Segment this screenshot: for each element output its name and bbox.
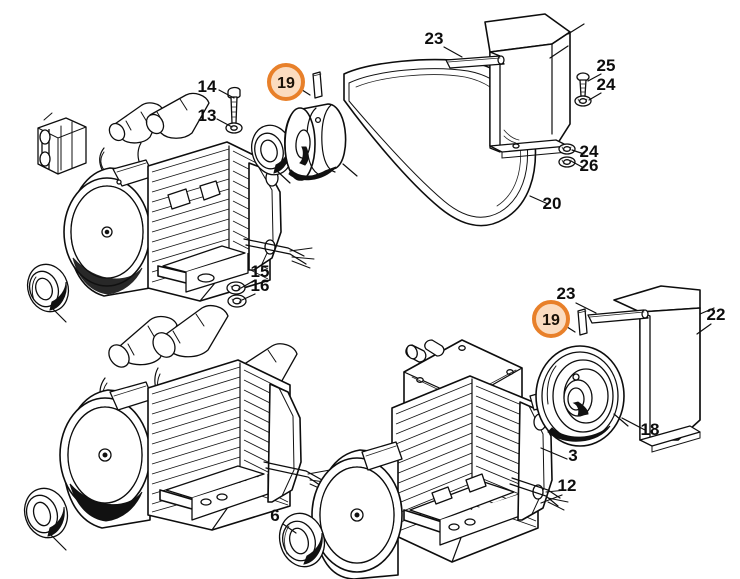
callout-leader-24	[588, 92, 602, 101]
nut-26	[558, 156, 576, 168]
callout-leader-25	[587, 73, 602, 82]
highlight-ring	[532, 300, 570, 338]
pulley-top	[284, 103, 358, 181]
callout-number-15: 15	[251, 262, 270, 281]
callout-leader-3	[540, 447, 568, 460]
callout-leader-16	[241, 293, 256, 301]
bearing-top-right	[251, 124, 293, 184]
highlight-number-19: 19	[542, 312, 560, 329]
callout-number-3: 3	[568, 446, 577, 465]
callout-number-6: 6	[270, 506, 279, 525]
callout-number-16: 16	[251, 276, 270, 295]
bolt-14	[227, 86, 241, 124]
callout-number-23: 23	[425, 29, 444, 48]
callout-leader-23	[575, 302, 597, 314]
callout-number-24: 24	[580, 142, 599, 161]
key-bottom	[577, 308, 588, 336]
highlight-callout-19[interactable]: 19	[267, 63, 311, 101]
motor-bottom-right	[278, 308, 629, 579]
motor-top-left	[26, 71, 358, 323]
callout-number-12: 12	[558, 476, 577, 495]
washer-24-top	[574, 95, 592, 107]
callout-number-13: 13	[198, 106, 217, 125]
callout-leader-6	[282, 523, 297, 534]
washer-15	[226, 281, 246, 295]
spacer-23-bottom	[587, 309, 649, 324]
highlight-number-19: 19	[277, 75, 295, 92]
bearing-mid-left-lower	[23, 487, 69, 551]
callout-number-23: 23	[557, 284, 576, 303]
callout-number-22: 22	[707, 305, 726, 324]
highlight-ring	[267, 63, 305, 101]
callout-leader-18	[621, 417, 646, 431]
pulley-bottom	[535, 345, 629, 447]
callout-number-20: 20	[543, 194, 562, 213]
bolt-25	[576, 72, 590, 97]
callout-leader-13	[216, 118, 233, 128]
callout-leader-15	[240, 279, 256, 289]
belt-guard-top	[484, 13, 585, 159]
motor-middle-left	[23, 305, 333, 551]
motor-body-top-left	[63, 141, 315, 302]
nut-16	[227, 294, 247, 308]
highlight-callout-19[interactable]: 19	[532, 300, 576, 338]
callout-leader-26	[570, 160, 585, 169]
callout-number-24: 24	[597, 75, 616, 94]
callout-number-18: 18	[641, 420, 660, 439]
callout-leader-22	[696, 323, 712, 335]
callout-leader-24	[571, 149, 585, 155]
bearing-6	[278, 512, 326, 568]
callout-leader-23	[443, 46, 463, 58]
callout-number-25: 25	[597, 56, 616, 75]
capacitors-top-left	[99, 92, 210, 179]
washer-24-bottom	[558, 143, 576, 155]
callout-leader-lines	[216, 46, 712, 534]
callout-leader-20	[529, 195, 549, 205]
callout-leader-14	[218, 89, 235, 99]
callout-leader-12	[540, 494, 563, 504]
callout-number-14: 14	[198, 77, 217, 96]
callout-number-26: 26	[580, 156, 599, 175]
bearing-top-left-lower	[26, 263, 70, 323]
spacer-23-top	[445, 55, 505, 69]
belt-guard-bottom	[613, 285, 715, 453]
key-top	[312, 71, 323, 99]
terminal-box-top-left	[37, 112, 87, 175]
